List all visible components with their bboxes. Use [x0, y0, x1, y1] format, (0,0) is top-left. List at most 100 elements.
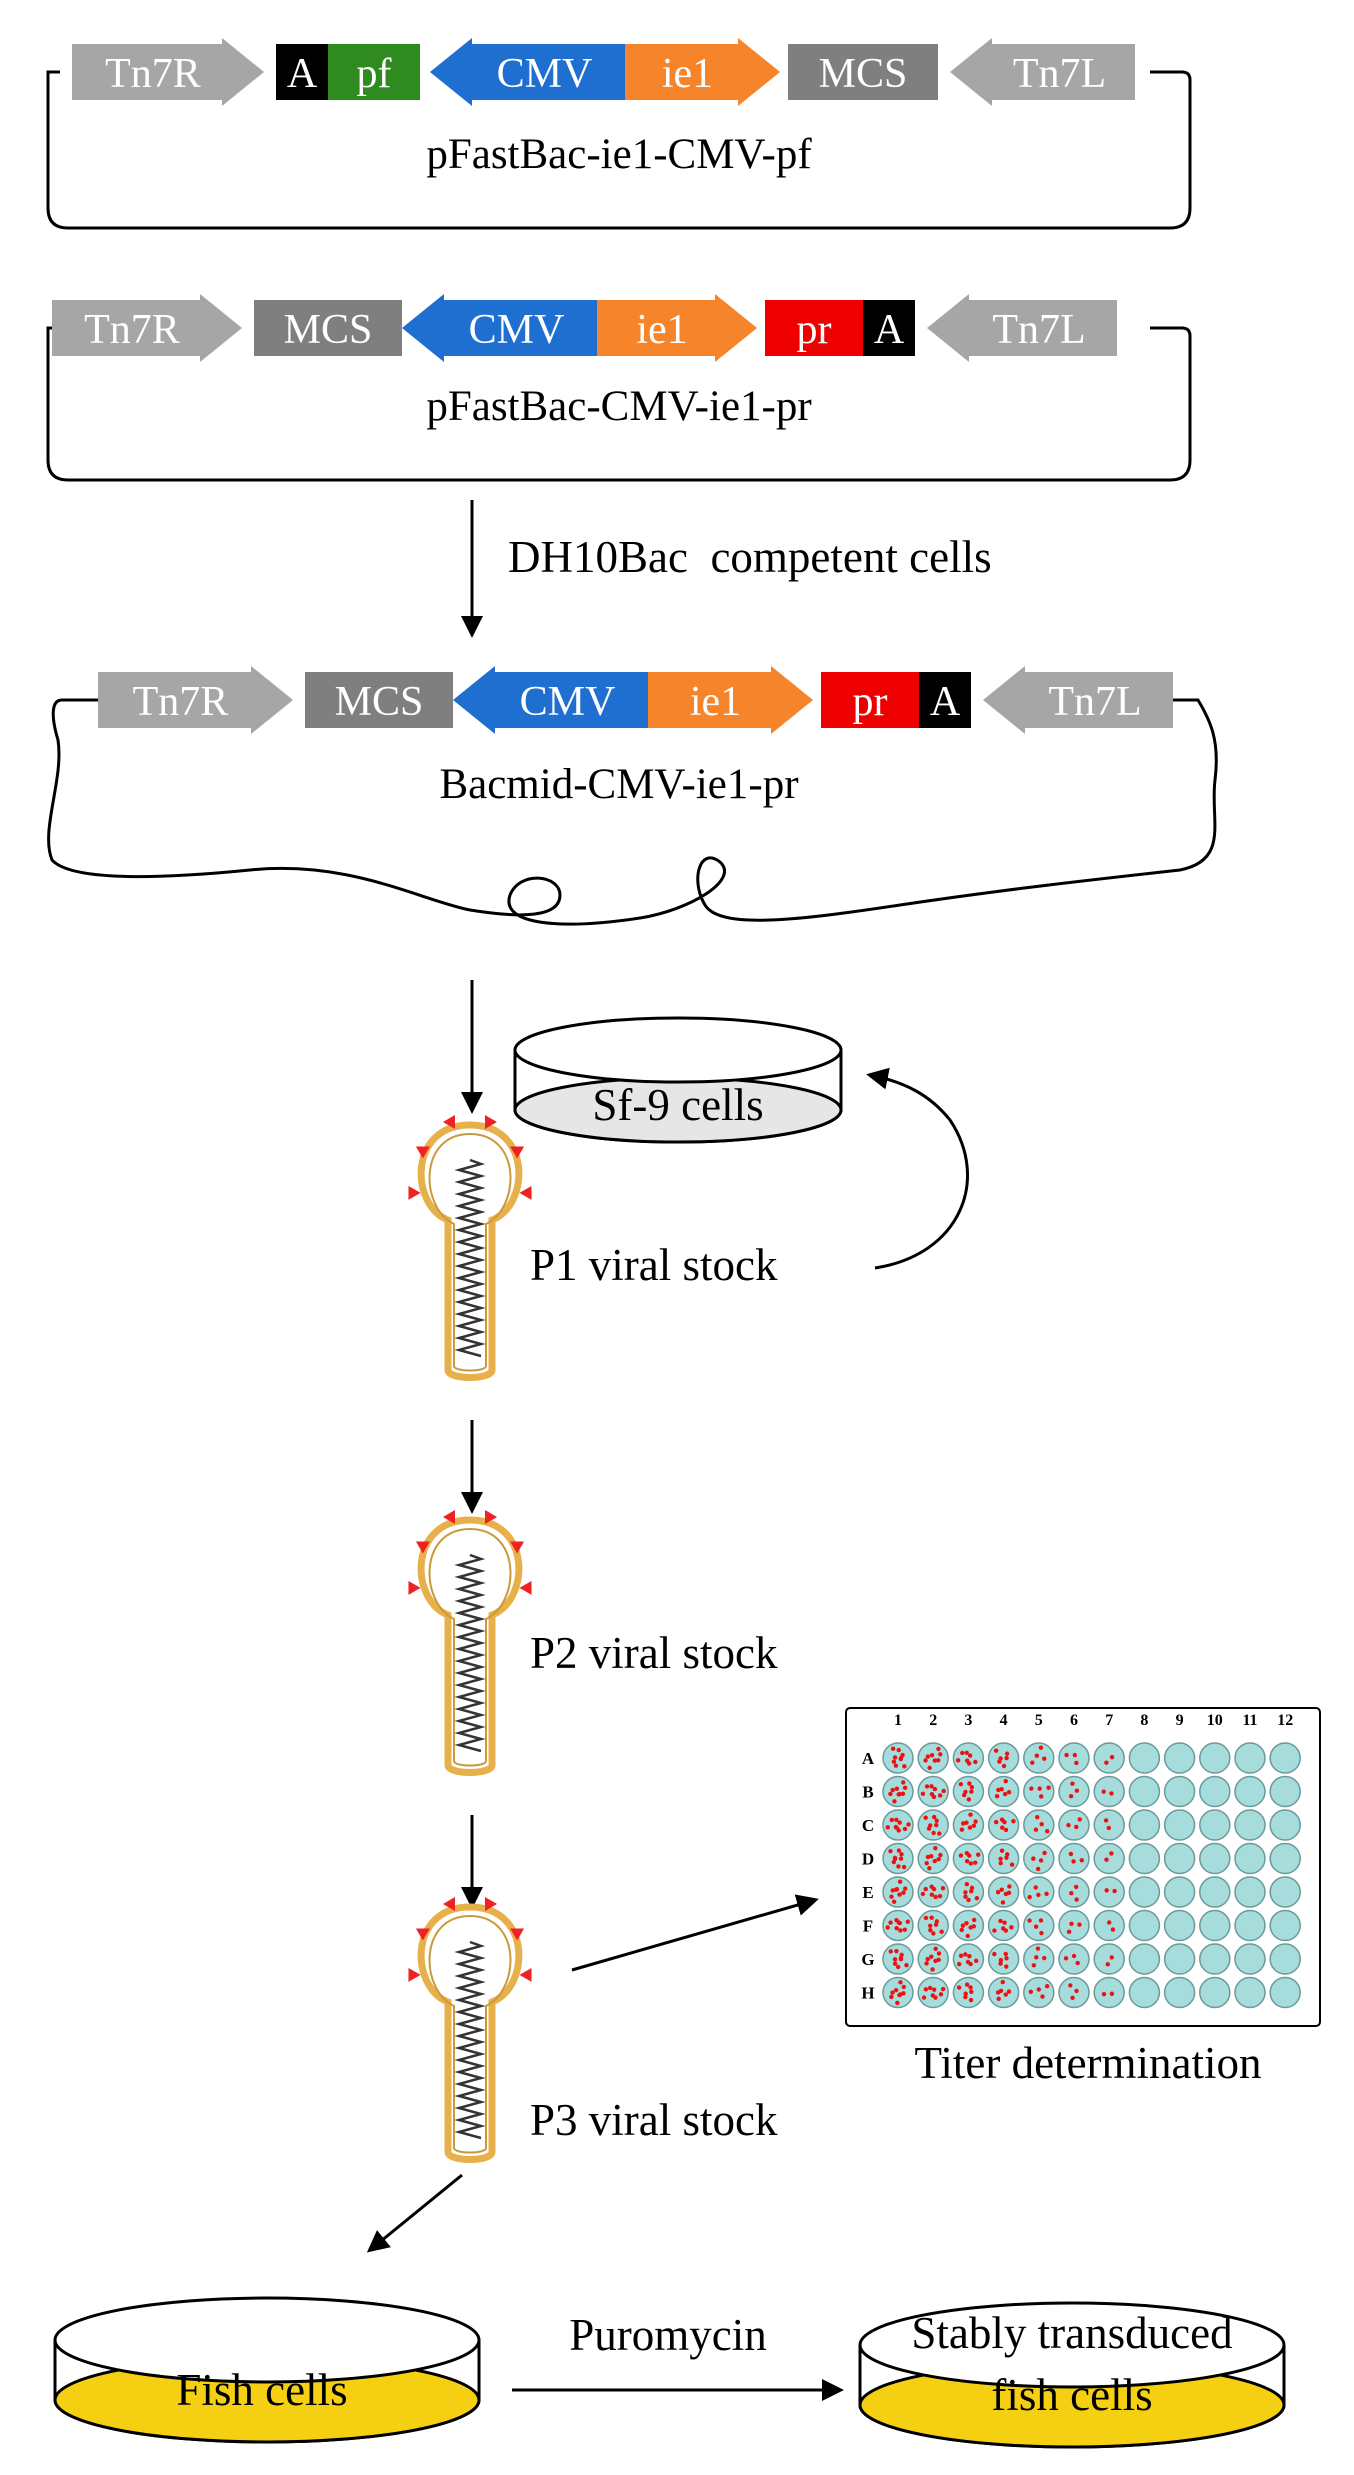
plaque — [928, 1928, 933, 1933]
plaque — [900, 1791, 906, 1797]
plaque — [938, 1752, 943, 1757]
plate-well — [1269, 1976, 1301, 2009]
plaque — [932, 1858, 937, 1864]
stable-label-line2: fish cells — [991, 2370, 1152, 2420]
construct-3-element-tn7r — [98, 666, 293, 734]
spike-protein — [408, 1580, 421, 1595]
plaque — [929, 1784, 934, 1789]
baculovirus-p3-icon — [408, 1897, 532, 2163]
plaque — [974, 1896, 980, 1901]
construct-3-element-mcs — [305, 672, 453, 728]
construct-2-element-tn7r-label: Tn7R — [84, 307, 180, 353]
plaque — [964, 1851, 970, 1856]
virus-envelope — [417, 1121, 523, 1381]
plate-well — [1023, 1775, 1055, 1808]
plate-well — [952, 1742, 985, 1774]
plaque — [929, 1954, 934, 1959]
construct-1-element-tn7l — [950, 38, 1135, 106]
plate-well — [1058, 1943, 1090, 1975]
plaque — [1071, 1953, 1077, 1959]
plaque — [1066, 1822, 1071, 1828]
plaque — [963, 1890, 968, 1895]
plaque — [1074, 1988, 1079, 1994]
spike-protein — [519, 1967, 532, 1982]
plate-well — [1163, 1943, 1196, 1975]
plaque — [895, 2000, 900, 2006]
plaque — [1109, 1791, 1114, 1796]
plaque — [1038, 1745, 1044, 1750]
plate-well — [882, 1809, 914, 1841]
construct-2-element-cmv-label: CMV — [469, 307, 565, 353]
plate-well — [917, 1742, 949, 1774]
plate-well — [882, 1742, 914, 1774]
plaque — [936, 1951, 942, 1956]
plate-column-label: 10 — [1207, 1712, 1223, 1729]
plaque — [994, 1793, 1000, 1799]
plaque — [955, 1758, 961, 1763]
plate-well — [917, 1909, 949, 1942]
plaque — [894, 1786, 900, 1791]
plaque — [892, 1961, 898, 1966]
plaque — [960, 1750, 965, 1756]
plaque — [1029, 1786, 1034, 1791]
plaque — [927, 1985, 933, 1991]
plaque — [1033, 1827, 1039, 1832]
plate-well — [1199, 1943, 1231, 1975]
plaque — [995, 1990, 1001, 1995]
plaque — [1030, 1760, 1035, 1765]
plaque — [885, 1925, 890, 1930]
plaque — [1046, 1785, 1051, 1790]
plate-row-label: C — [862, 1816, 874, 1835]
plaque — [923, 1815, 928, 1820]
plaque — [999, 1817, 1005, 1822]
plaque — [929, 1915, 934, 1920]
spike-protein — [510, 1541, 525, 1554]
plaque — [969, 1785, 975, 1790]
plaque — [894, 1886, 900, 1892]
plaque — [1079, 1858, 1084, 1863]
plaque — [966, 1797, 972, 1802]
fish-cells-label: Fish cells — [176, 2365, 347, 2415]
plaque — [964, 1858, 970, 1864]
construct-1-element-pf-label: pf — [357, 51, 392, 97]
plaque — [1107, 1920, 1112, 1925]
construct-3-element-a-label: A — [930, 679, 961, 725]
plaque — [1036, 1892, 1041, 1898]
plasmid-backbone-2 — [46, 326, 1192, 482]
plaque — [931, 1987, 937, 1992]
plaque — [1101, 1991, 1107, 1997]
plate-well — [1199, 1775, 1231, 1808]
plaque — [1035, 1946, 1041, 1951]
construct-2-element-tn7l — [927, 294, 1117, 362]
plaque — [925, 1754, 931, 1759]
plaque — [934, 1919, 940, 1924]
plaque — [1004, 1855, 1009, 1860]
plate-column-label: 12 — [1277, 1712, 1293, 1729]
plaque — [1034, 1753, 1040, 1758]
plaque — [898, 1928, 903, 1933]
plaque — [927, 1765, 932, 1771]
plaque — [1003, 1827, 1009, 1833]
plate-well — [952, 1943, 985, 1975]
plaque — [1004, 1755, 1009, 1761]
plaque — [973, 1819, 978, 1824]
construct-1-element-a-label: A — [287, 51, 318, 97]
plaque — [971, 1917, 977, 1923]
construct-1-element-a — [276, 44, 328, 100]
plate-column-label: 11 — [1242, 1712, 1257, 1729]
plaque — [889, 1994, 894, 2000]
plaque — [937, 1793, 943, 1798]
plaque — [888, 1920, 893, 1925]
plaque — [967, 1953, 972, 1959]
plaque — [958, 1853, 964, 1858]
plaque — [937, 1893, 943, 1899]
plate-well — [1269, 1742, 1301, 1774]
plaque — [1031, 1963, 1037, 1968]
plate-row-label: F — [863, 1917, 873, 1936]
plaque — [1006, 1890, 1012, 1896]
plaque — [1045, 1829, 1050, 1834]
plaque — [992, 1951, 997, 1957]
spike-protein — [408, 1967, 421, 1982]
plaque — [1101, 1789, 1106, 1794]
